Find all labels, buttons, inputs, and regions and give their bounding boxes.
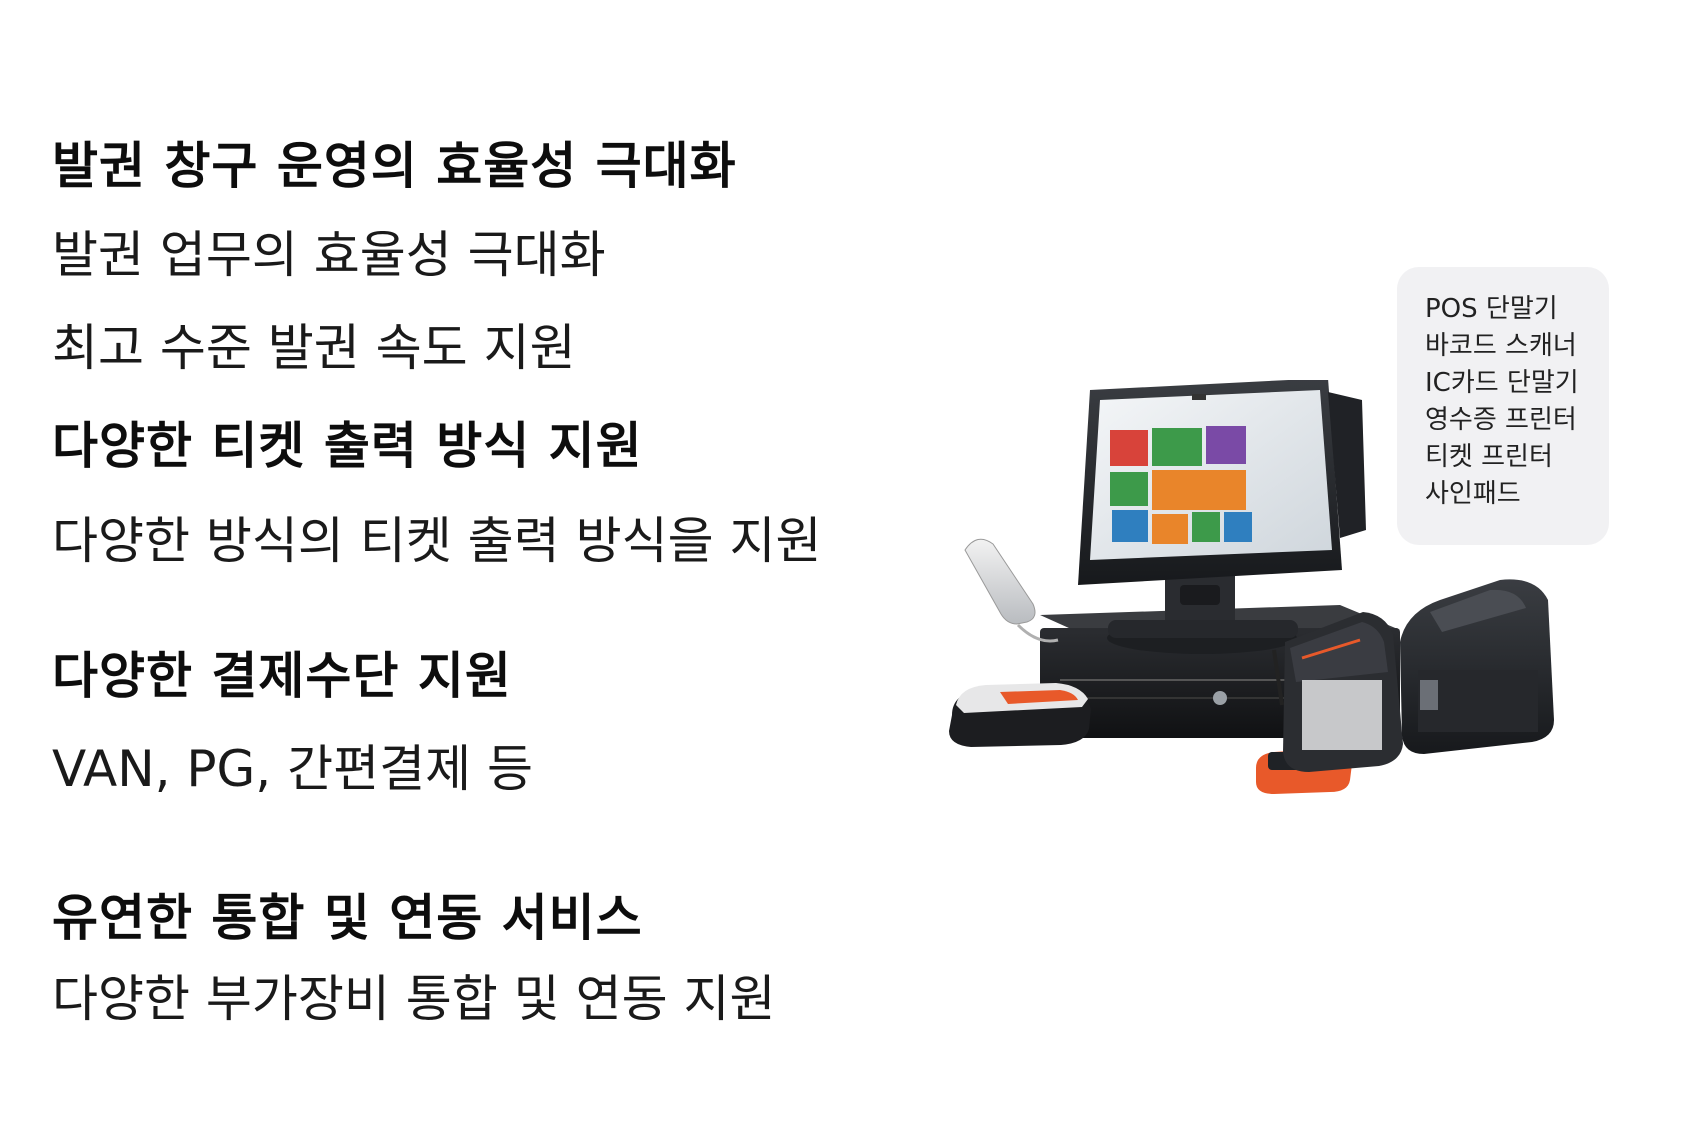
device-item: 사인패드	[1425, 479, 1521, 509]
feature-title: 발권 창구 운영의 효율성 극대화	[52, 137, 737, 195]
pos-terminal-monitor	[1078, 380, 1366, 585]
feature-title: 다양한 결제수단 지원	[52, 647, 512, 705]
device-list-card: POS 단말기 바코드 스캐너 IC카드 단말기 영수증 프린터 티켓 프린터 …	[1397, 267, 1609, 545]
feature-desc-line: 다양한 부가장비 통합 및 연동 지원	[52, 969, 776, 1028]
ic-card-reader	[949, 683, 1091, 747]
device-item: 티켓 프린터	[1425, 442, 1553, 472]
feature-payment-methods: 다양한 결제수단 지원 VAN, PG, 간편결제 등	[52, 647, 533, 803]
pos-hardware-illustration	[949, 380, 1554, 794]
ticket-printer	[1400, 579, 1554, 754]
device-item: IC카드 단말기	[1425, 368, 1579, 398]
feature-ticketing-efficiency: 발권 창구 운영의 효율성 극대화 발권 업무의 효율성 극대화 최고 수준 발…	[52, 137, 737, 383]
feature-title: 다양한 티켓 출력 방식 지원	[52, 417, 643, 475]
barcode-scanner	[964, 538, 1059, 643]
feature-desc-line: 다양한 방식의 티켓 출력 방식을 지원	[52, 511, 822, 570]
device-item: 바코드 스캐너	[1425, 331, 1577, 361]
monitor-stand	[1107, 575, 1298, 654]
feature-ticket-output: 다양한 티켓 출력 방식 지원 다양한 방식의 티켓 출력 방식을 지원	[52, 417, 822, 575]
feature-title: 유연한 통합 및 연동 서비스	[52, 889, 643, 947]
feature-integration: 유연한 통합 및 연동 서비스 다양한 부가장비 통합 및 연동 지원	[52, 889, 776, 1033]
receipt-printer	[1283, 612, 1403, 772]
device-item: POS 단말기	[1425, 294, 1558, 324]
feature-desc-line: 최고 수준 발권 속도 지원	[52, 319, 576, 377]
device-item: 영수증 프린터	[1425, 405, 1577, 435]
feature-desc-line: 발권 업무의 효율성 극대화	[52, 225, 606, 284]
feature-desc-line: VAN, PG, 간편결제 등	[52, 739, 533, 798]
